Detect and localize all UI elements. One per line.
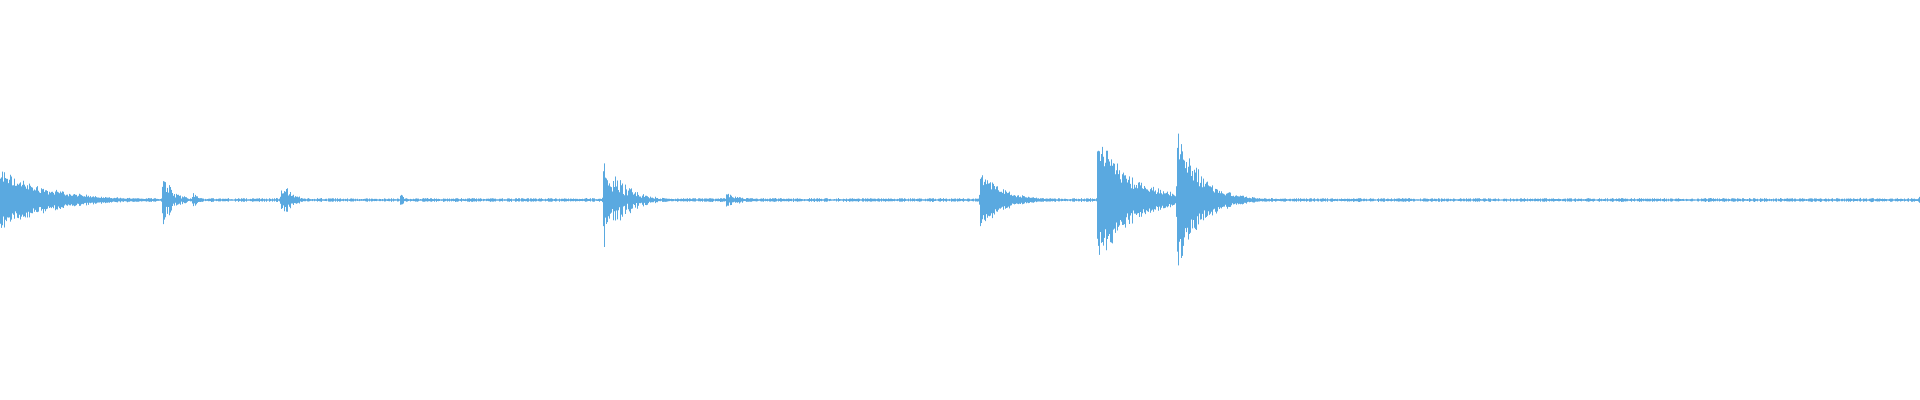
waveform-samples bbox=[0, 133, 1920, 266]
waveform-path bbox=[0, 133, 1920, 266]
